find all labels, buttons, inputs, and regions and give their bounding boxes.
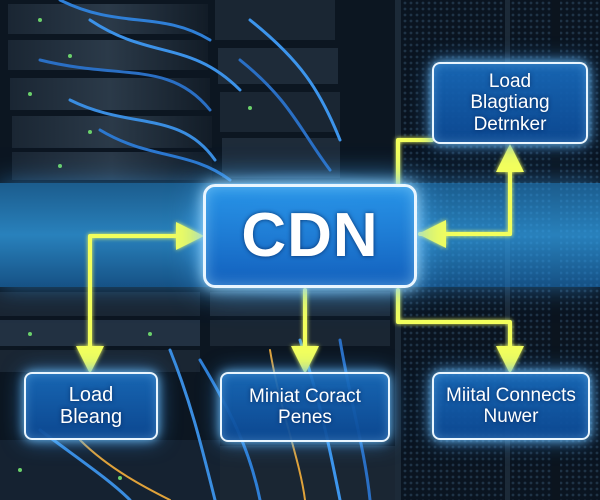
node-bottom-left: Load Bleang [24, 372, 158, 440]
cdn-node: CDN [203, 184, 417, 288]
node-bottom-left-line-1: Load [68, 383, 114, 406]
node-bottom-left-line-2: Bleang [59, 406, 123, 428]
arrow-to-top-right [396, 138, 434, 188]
node-bottom-right-line-2: Nuwer [483, 406, 539, 427]
node-top-right-label: Load Blagtiang Detrnker [440, 71, 580, 135]
node-bottom-middle-label: Miniat Coract Penes [249, 386, 361, 429]
node-bottom-right-label: Miital Connects Nuwer [446, 385, 576, 428]
node-bottom-middle-line-2: Penes [278, 407, 332, 428]
cdn-label: CDN [241, 201, 379, 271]
arrow-top-right-return [418, 144, 524, 236]
node-top-right-line-3: Detrnker [473, 113, 547, 135]
node-top-right-line-1: Load [488, 71, 532, 93]
node-bottom-middle: Miniat Coract Penes [220, 372, 390, 442]
arrow-into-cdn-left [88, 222, 204, 357]
node-bottom-middle-line-1: Miniat Coract [249, 385, 361, 407]
arrow-to-bottom-right [396, 288, 524, 374]
node-bottom-left-label: Load Bleang [60, 384, 122, 429]
node-top-right: Load Blagtiang Detrnker [432, 62, 588, 144]
node-bottom-right-line-1: Miital Connects [446, 384, 576, 406]
node-top-right-line-2: Blagtiang [470, 92, 550, 114]
node-bottom-right: Miital Connects Nuwer [432, 372, 590, 440]
